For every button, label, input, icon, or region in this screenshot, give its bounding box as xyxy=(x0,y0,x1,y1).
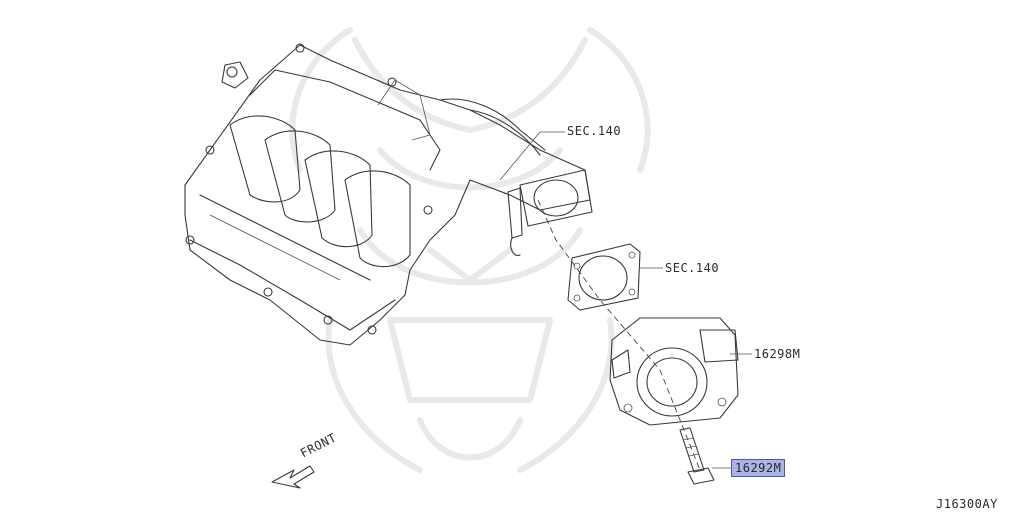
watermark-logo xyxy=(289,27,651,473)
adapter-flange-illustration xyxy=(507,169,593,257)
intake-manifold-illustration xyxy=(184,43,591,346)
leader-sec140-upper xyxy=(499,131,565,181)
label-bolt-part-highlighted[interactable]: 16292M xyxy=(730,459,786,477)
throttle-body-illustration xyxy=(609,317,739,426)
label-sec140-lower[interactable]: SEC.140 xyxy=(665,261,720,275)
label-throttle-body-part[interactable]: 16298M xyxy=(754,347,801,361)
diagram-code: J16300AY xyxy=(936,497,998,511)
bolt-illustration xyxy=(679,427,715,485)
gasket-illustration xyxy=(567,243,641,311)
label-sec140-upper[interactable]: SEC.140 xyxy=(567,124,622,138)
front-arrow-icon xyxy=(271,465,315,489)
